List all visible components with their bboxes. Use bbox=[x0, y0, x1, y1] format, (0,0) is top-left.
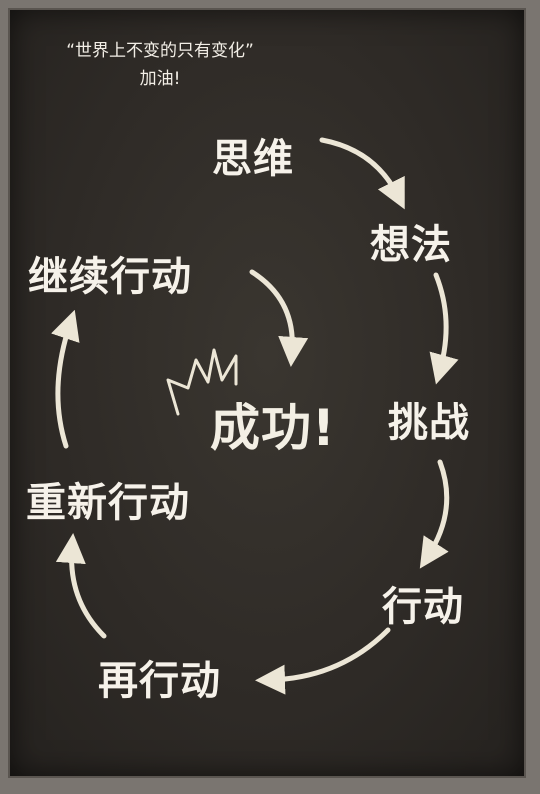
step-xiangfa: 想法 bbox=[370, 222, 452, 268]
quote-text: “世界上不变的只有变化” bbox=[66, 41, 254, 61]
step-xingdong: 行动 bbox=[382, 584, 464, 630]
center-success: 成功! bbox=[210, 399, 336, 457]
arrow-zai-to-chongxin bbox=[55, 533, 107, 639]
arrow-xiangfa-to-tiaozhan bbox=[429, 272, 459, 385]
burst-icon bbox=[166, 348, 238, 416]
step-jixu-xingdong: 继续行动 bbox=[28, 254, 192, 300]
arrow-tiaozhan-to-xingdong bbox=[419, 459, 450, 569]
cheer-text: 加油! bbox=[139, 69, 181, 89]
step-chongxin-xingdong: 重新行动 bbox=[26, 480, 190, 526]
step-tiaozhan: 挑战 bbox=[388, 400, 470, 446]
arrow-siwei-to-xiangfa bbox=[319, 137, 405, 210]
arrow-xingdong-to-zai bbox=[255, 627, 391, 695]
arrow-jixu-to-success bbox=[249, 269, 309, 367]
step-siwei: 思维 bbox=[212, 136, 294, 182]
chalkboard bbox=[10, 10, 524, 776]
arrow-chongxin-to-jixu bbox=[51, 309, 80, 449]
step-zai-xingdong: 再行动 bbox=[98, 658, 221, 704]
